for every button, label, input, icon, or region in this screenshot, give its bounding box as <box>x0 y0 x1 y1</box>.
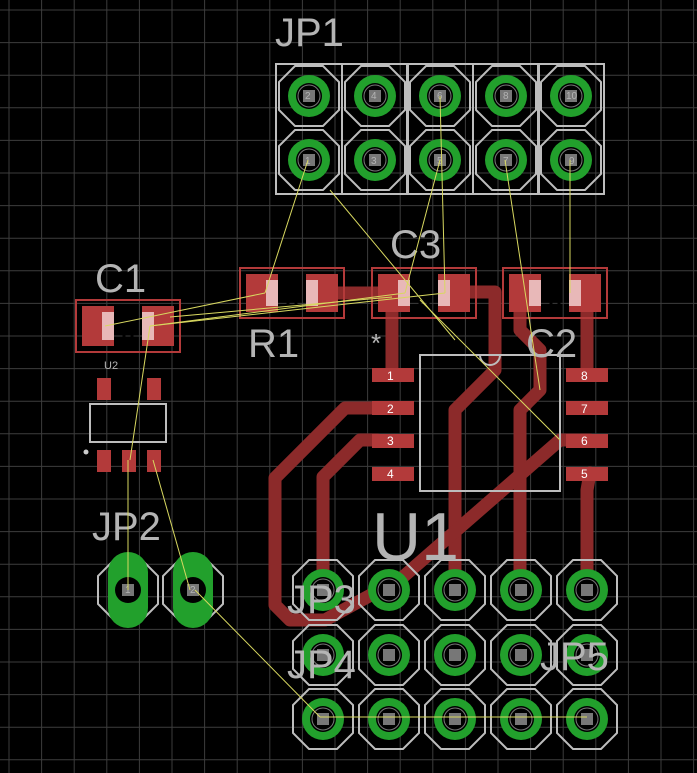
header-pad <box>358 688 420 750</box>
jp1-pad <box>344 65 406 127</box>
header-pad <box>292 559 354 621</box>
header-pad <box>424 559 486 621</box>
u1-footprint <box>372 354 608 492</box>
u1-pin-number: 8 <box>581 369 588 383</box>
jp2-pad <box>162 552 224 628</box>
r1-label: R1 <box>248 322 299 366</box>
airwires <box>104 95 587 718</box>
jp1-label: JP1 <box>275 11 344 55</box>
jp1-pad <box>475 129 537 191</box>
u1-pin-number: 7 <box>581 402 588 416</box>
smd-parts <box>75 267 608 492</box>
silkscreen-labels: JP1 C1 R1 C3 C2 U2 U1 * JP2 JP3 JP4 JP5 … <box>92 11 609 687</box>
u1-pin-number: 2 <box>387 402 394 416</box>
jp2-label: JP2 <box>92 505 161 549</box>
jp1-pin-number: 2 <box>305 91 311 102</box>
jp1-pin-number: 10 <box>566 91 578 102</box>
c3-label: C3 <box>390 223 441 267</box>
header-pad <box>490 624 552 686</box>
jp1-pin-number: 9 <box>569 156 575 167</box>
jp2-pin-number: 1 <box>125 585 131 596</box>
header-pad <box>556 624 618 686</box>
jp1-pad <box>540 129 602 191</box>
jp1-pin-number: 4 <box>371 91 377 102</box>
jp1-pin-number: 8 <box>503 91 509 102</box>
header-pad <box>490 688 552 750</box>
c1-footprint <box>75 299 181 353</box>
header-pad <box>424 624 486 686</box>
u1-label: U1 <box>372 499 459 575</box>
u2-label: U2 <box>104 360 118 372</box>
c2-label: C2 <box>526 322 577 366</box>
trace-c2-to-u1-pin7 <box>513 286 547 595</box>
header-pad <box>490 559 552 621</box>
jp3-label: JP3 <box>287 578 356 622</box>
header-pad <box>358 624 420 686</box>
header-pad <box>358 559 420 621</box>
u1-pin-number: 5 <box>581 467 588 481</box>
header-pad <box>292 624 354 686</box>
u1-pin1-marker: * <box>371 328 381 358</box>
header-pad <box>556 688 618 750</box>
trace-c3-to-jp3 <box>448 285 502 595</box>
c1-label: C1 <box>95 257 146 301</box>
u1-pin-number: 3 <box>387 434 394 448</box>
jp1-pad <box>344 129 406 191</box>
header-pad <box>556 559 618 621</box>
jp1-outline <box>537 63 605 195</box>
jp4-label: JP4 <box>287 643 356 687</box>
jp1-pin-number: 7 <box>503 156 509 167</box>
u2-footprint <box>83 378 167 472</box>
jp1-pad <box>475 65 537 127</box>
u1-pin-number: 1 <box>387 369 394 383</box>
trace-u1-pin3-to-jp3 <box>316 433 385 595</box>
jp1-pad <box>540 65 602 127</box>
jp2-pin-number: 2 <box>190 585 196 596</box>
u1-pin-number: 6 <box>581 434 588 448</box>
u1-pin-number: 4 <box>387 467 394 481</box>
jp1-pad <box>278 129 340 191</box>
c2-footprint <box>502 267 608 319</box>
header-pad <box>292 688 354 750</box>
header-pad <box>424 688 486 750</box>
jp1-pad <box>278 65 340 127</box>
jp1-pin-number: 3 <box>371 156 377 167</box>
jp5-label: JP5 <box>540 635 609 679</box>
